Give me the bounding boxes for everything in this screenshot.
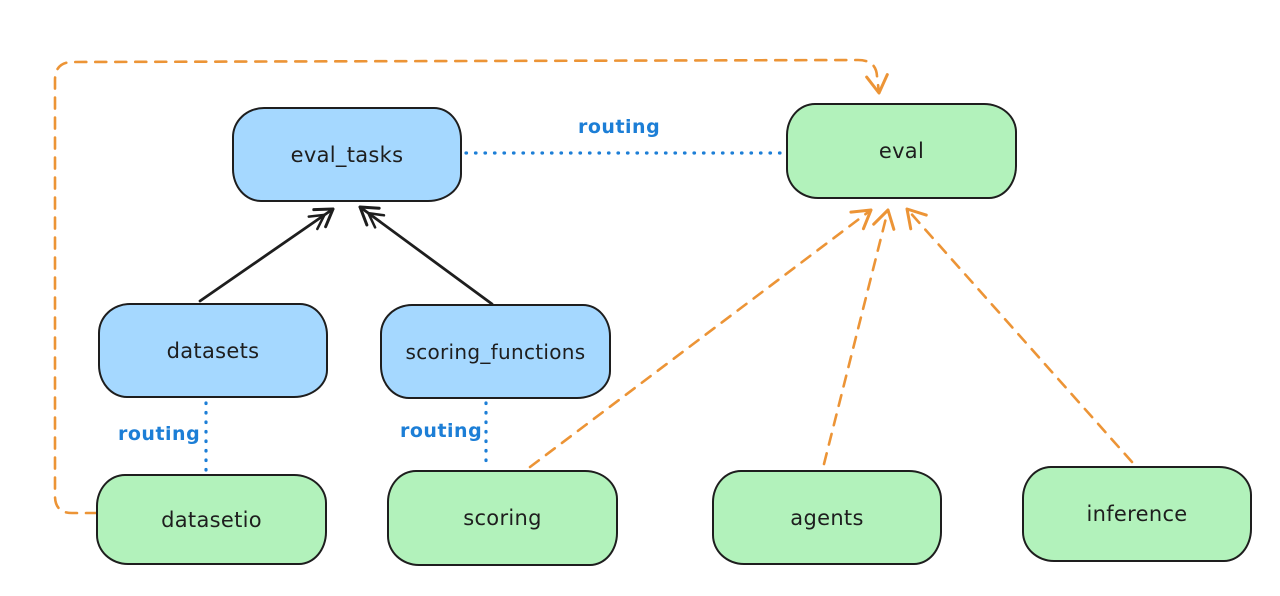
node-scoring-label: scoring (463, 506, 542, 530)
node-datasets: datasets (98, 303, 328, 398)
node-inference-label: inference (1086, 502, 1188, 526)
node-agents: agents (712, 470, 942, 565)
edge-agents-to-eval (822, 208, 896, 466)
node-scoring: scoring (387, 470, 618, 566)
edge-label-routing-scoring_functions-scoring: routing (400, 420, 483, 442)
node-scoring_functions-label: scoring_functions (405, 339, 586, 364)
node-eval_tasks: eval_tasks (232, 107, 462, 202)
edge-label-routing-eval_tasks-eval: routing (578, 116, 661, 138)
node-datasets-label: datasets (166, 338, 260, 363)
node-agents-label: agents (790, 505, 864, 530)
node-eval_tasks-label: eval_tasks (290, 142, 404, 167)
node-scoring_functions: scoring_functions (380, 304, 611, 399)
edge-label-routing-datasets-datasetio: routing (118, 423, 201, 445)
edge-inference-to-eval (905, 207, 1134, 464)
node-eval: eval (786, 103, 1017, 199)
node-inference: inference (1022, 466, 1252, 562)
node-eval-label: eval (878, 139, 925, 163)
node-datasetio-label: datasetio (161, 507, 262, 532)
node-datasetio: datasetio (96, 474, 327, 565)
edge-scoring-to-eval (528, 208, 873, 469)
edge-scoring_functions-to-eval_tasks (358, 205, 494, 306)
edge-datasets-to-eval_tasks (198, 207, 335, 303)
edge-datasetio-to-eval-loop (53, 58, 889, 515)
